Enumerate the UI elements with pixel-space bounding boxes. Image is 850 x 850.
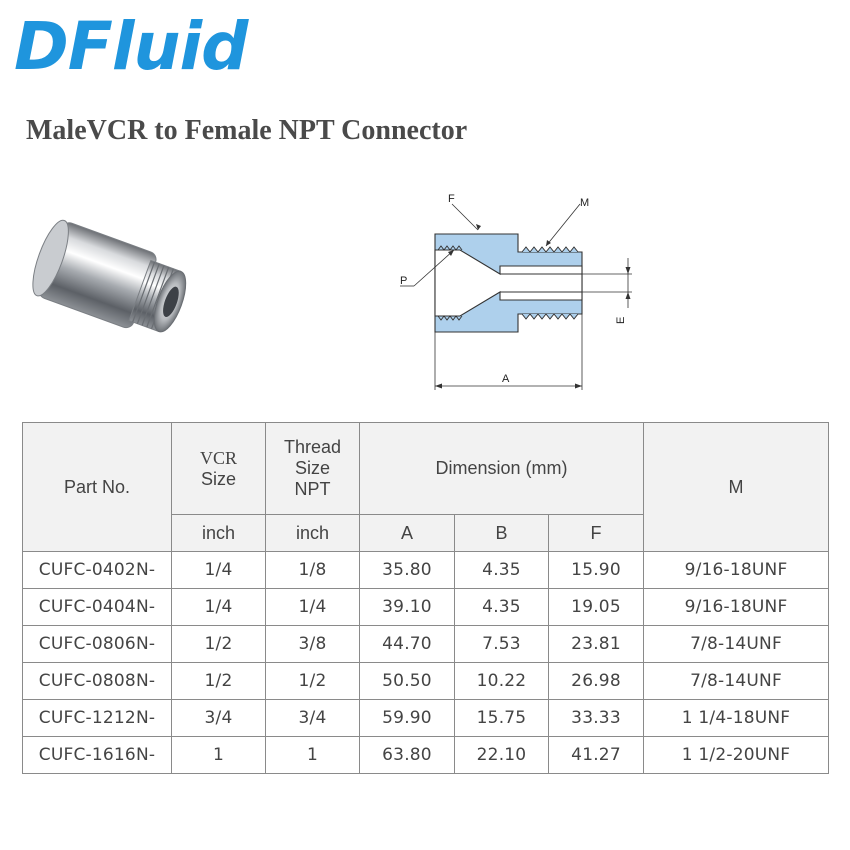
cell-f: 41.27 <box>547 736 645 774</box>
subheader-b: B <box>454 514 549 552</box>
cell-b: 4.35 <box>454 551 549 589</box>
cell-vcr-size: 1 <box>171 736 266 774</box>
table-row: CUFC-0808N- 1/2 1/2 50.50 10.22 26.98 7/… <box>22 662 830 700</box>
header-size: Size <box>200 468 236 489</box>
cell-vcr-size: 3/4 <box>171 699 266 737</box>
header-m: M <box>643 422 830 552</box>
table-row: CUFC-0402N- 1/4 1/8 35.80 4.35 15.90 9/1… <box>22 551 830 589</box>
cell-m: 1 1/2-20UNF <box>643 736 830 774</box>
table-row: CUFC-0806N- 1/2 3/8 44.70 7.53 23.81 7/8… <box>22 625 830 663</box>
subheader-f: F <box>547 514 645 552</box>
technical-drawing: A E F M P <box>400 193 632 390</box>
cell-a: 39.10 <box>359 588 455 626</box>
cell-thread-size: 1/4 <box>265 588 360 626</box>
label-e: E <box>615 317 627 324</box>
cell-f: 33.33 <box>547 699 645 737</box>
subheader-thread-unit: inch <box>265 514 360 552</box>
cell-vcr-size: 1/4 <box>171 551 266 589</box>
cell-m: 7/8-14UNF <box>643 625 830 663</box>
table-row: CUFC-1616N- 1 1 63.80 22.10 41.27 1 1/2-… <box>22 736 830 774</box>
product-photo <box>32 219 187 333</box>
cell-f: 23.81 <box>547 625 645 663</box>
cell-part-no: CUFC-0806N- <box>22 625 172 663</box>
label-f: F <box>448 193 455 205</box>
cell-vcr-size: 1/2 <box>171 625 266 663</box>
cell-b: 22.10 <box>454 736 549 774</box>
cell-b: 10.22 <box>454 662 549 700</box>
cell-vcr-size: 1/4 <box>171 588 266 626</box>
label-p: P <box>400 275 407 287</box>
cell-thread-size: 1/2 <box>265 662 360 700</box>
cell-b: 15.75 <box>454 699 549 737</box>
header-thread-line3: NPT <box>294 479 331 499</box>
cell-part-no: CUFC-0402N- <box>22 551 172 589</box>
cell-m: 9/16-18UNF <box>643 551 830 589</box>
cell-thread-size: 1/8 <box>265 551 360 589</box>
header-vcr: VCR <box>199 447 237 468</box>
cell-f: 26.98 <box>547 662 645 700</box>
cell-thread-size: 3/4 <box>265 699 360 737</box>
cell-m: 7/8-14UNF <box>643 662 830 700</box>
cell-part-no: CUFC-1212N- <box>22 699 172 737</box>
subheader-vcr-unit: inch <box>171 514 266 552</box>
cell-a: 59.90 <box>359 699 455 737</box>
cell-part-no: CUFC-0808N- <box>22 662 172 700</box>
subheader-a: A <box>359 514 455 552</box>
cell-part-no: CUFC-1616N- <box>22 736 172 774</box>
cell-part-no: CUFC-0404N- <box>22 588 172 626</box>
header-thread-line2: Size <box>294 458 330 478</box>
label-m: M <box>580 197 589 209</box>
header-thread-line1: Thread <box>283 437 342 457</box>
header-dimension: Dimension (mm) <box>358 422 645 515</box>
cell-b: 7.53 <box>454 625 549 663</box>
cell-a: 44.70 <box>359 625 455 663</box>
cell-a: 63.80 <box>359 736 455 774</box>
cell-m: 1 1/4-18UNF <box>643 699 830 737</box>
cell-f: 15.90 <box>547 551 645 589</box>
label-a: A <box>502 373 510 385</box>
page-title: MaleVCR to Female NPT Connector <box>26 115 468 146</box>
cell-f: 19.05 <box>547 588 645 626</box>
cell-b: 4.35 <box>454 588 549 626</box>
cell-a: 50.50 <box>359 662 455 700</box>
brand-logo: DFluid <box>14 8 248 85</box>
cell-vcr-size: 1/2 <box>171 662 266 700</box>
cell-m: 9/16-18UNF <box>643 588 830 626</box>
table-row: CUFC-1212N- 3/4 3/4 59.90 15.75 33.33 1 … <box>22 699 830 737</box>
cell-thread-size: 3/8 <box>265 625 360 663</box>
table-row: CUFC-0404N- 1/4 1/4 39.10 4.35 19.05 9/1… <box>22 588 830 626</box>
cell-a: 35.80 <box>359 551 455 589</box>
cell-thread-size: 1 <box>265 736 360 774</box>
header-part-no: Part No. <box>22 422 172 552</box>
